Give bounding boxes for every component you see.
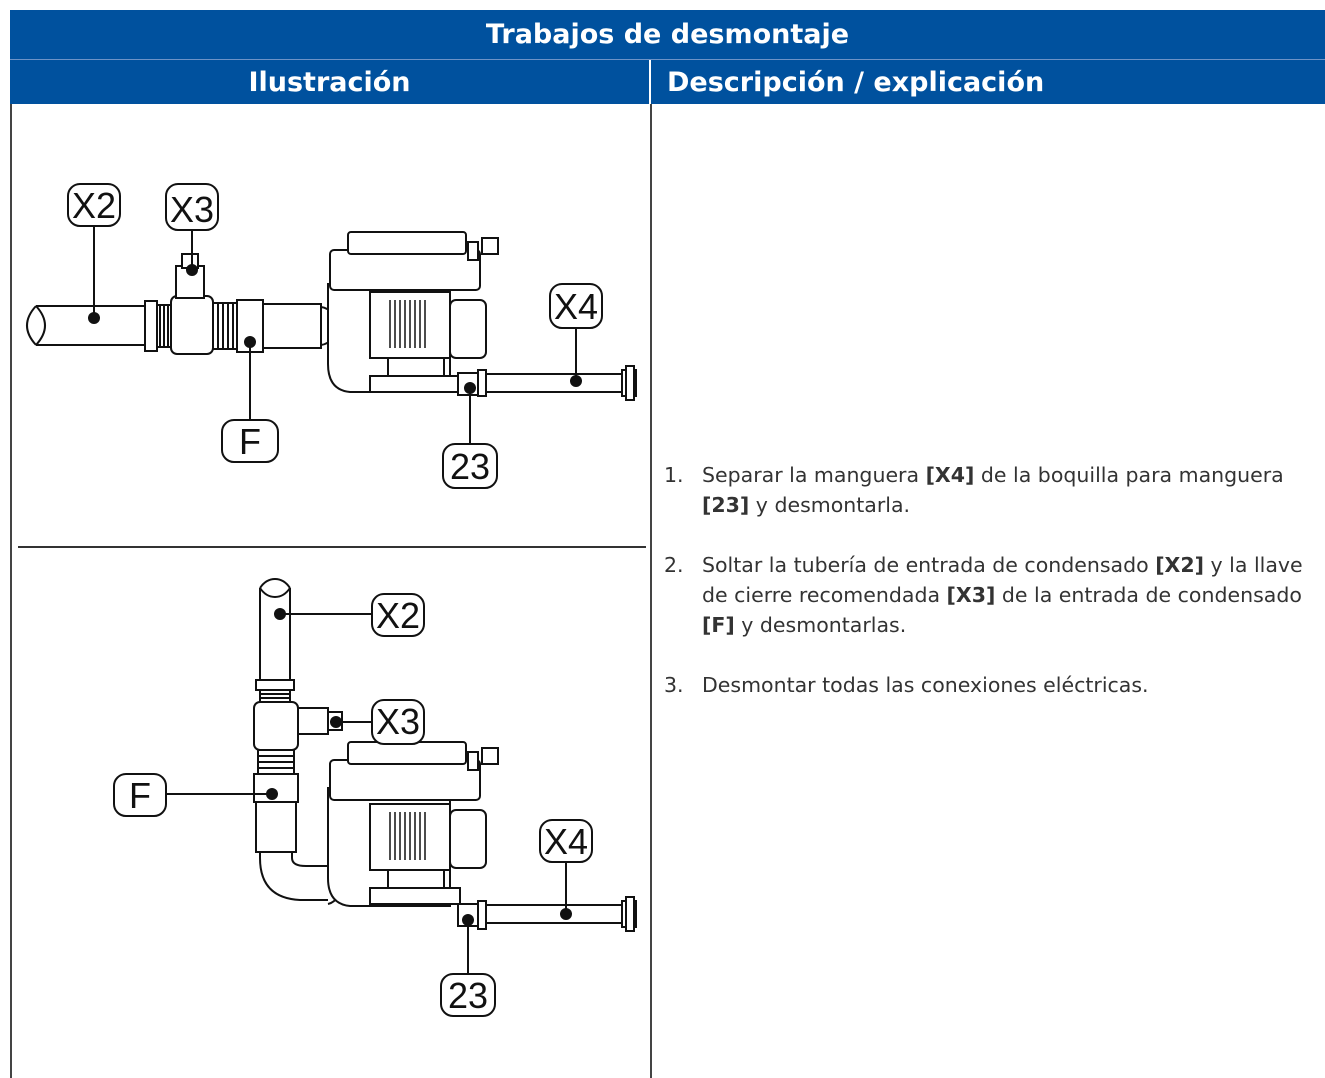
instruction-list: 1. Separar la manguera [X4] de la boquil… bbox=[664, 460, 1304, 730]
label-x4: X4 bbox=[554, 286, 598, 327]
step-text: Soltar la tubería de entrada de condensa… bbox=[702, 553, 1303, 637]
step-number: 3. bbox=[664, 673, 684, 697]
step-text: Separar la manguera [X4] de la boquilla … bbox=[702, 463, 1284, 517]
label-f: F bbox=[239, 421, 261, 462]
ref-x2: [X2] bbox=[1155, 553, 1204, 577]
step-number: 1. bbox=[664, 463, 684, 487]
label-x2: X2 bbox=[376, 595, 420, 636]
instruction-step: 1. Separar la manguera [X4] de la boquil… bbox=[664, 460, 1304, 520]
illustration-horizontal: X2 X3 X4 F 23 bbox=[10, 104, 650, 544]
column-header-illustration: Ilustración bbox=[10, 60, 651, 104]
step-text: Desmontar todas las conexiones eléctrica… bbox=[702, 673, 1149, 697]
label-f: F bbox=[129, 775, 151, 816]
illustration-vertical: X2 X3 F X4 23 bbox=[10, 548, 650, 1028]
label-x4: X4 bbox=[544, 821, 588, 862]
step-number: 2. bbox=[664, 553, 684, 577]
label-23: 23 bbox=[450, 446, 490, 487]
ref-x4: [X4] bbox=[925, 463, 975, 487]
label-23: 23 bbox=[448, 975, 488, 1016]
label-x3: X3 bbox=[376, 701, 420, 742]
ref-f: [F] bbox=[702, 613, 735, 637]
column-divider bbox=[650, 104, 652, 1078]
instruction-step: 3. Desmontar todas las conexiones eléctr… bbox=[664, 670, 1304, 700]
ref-23: [23] bbox=[702, 493, 750, 517]
row-divider bbox=[18, 546, 646, 548]
table-left-border bbox=[10, 104, 12, 1078]
label-x2: X2 bbox=[72, 185, 116, 226]
table-title: Trabajos de desmontaje bbox=[10, 10, 1325, 60]
instruction-step: 2. Soltar la tubería de entrada de conde… bbox=[664, 550, 1304, 640]
label-x3: X3 bbox=[170, 189, 214, 230]
column-header-description: Descripción / explicación bbox=[651, 60, 1325, 104]
ref-x3: [X3] bbox=[946, 583, 996, 607]
